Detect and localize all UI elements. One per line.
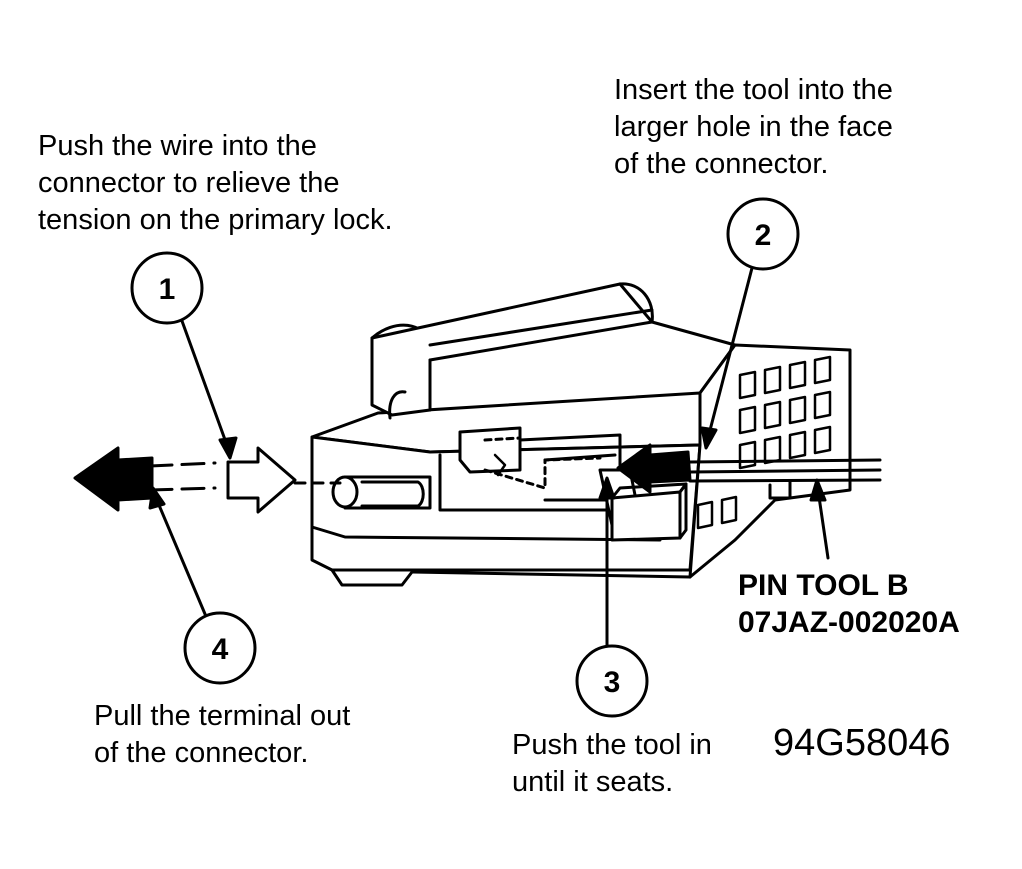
callout-1: 1 [130,251,238,460]
figure-id: 94G58046 [773,722,951,764]
callout-2-line-3: of the connector. [614,148,829,180]
pin-tool-name: PIN TOOL B [738,569,909,602]
callout-3-line-2: until it seats. [512,766,674,798]
callout-2-line-2: larger hole in the face [614,111,893,143]
pin-tool-leader [809,478,830,560]
callout-number-4: 4 [212,633,229,666]
callout-1-line-1: Push the wire into the [38,130,317,162]
push-wire-arrow [226,446,297,514]
terminal-cavities [696,355,832,530]
callout-2-caption: Insert the tool into the larger hole in … [614,72,893,183]
callout-2: 2 [700,197,800,450]
callout-number-3: 3 [604,666,621,699]
callout-1-line-3: tension on the primary lock. [38,204,393,236]
wire [148,461,342,492]
callout-3-caption: Push the tool in until it seats. [512,727,712,801]
tool-insert-arrow [616,443,692,494]
callout-3: 3 [575,476,649,718]
callout-number-2: 2 [755,219,772,252]
callout-4-line-1: Pull the terminal out [94,700,351,732]
callout-number-1: 1 [159,273,176,306]
callout-4-caption: Pull the terminal out of the connector. [94,698,350,772]
callout-4: 4 [148,486,257,685]
pin-tool-label: PIN TOOL B 07JAZ-002020A [738,567,960,641]
callout-4-line-2: of the connector. [94,737,309,769]
connector-housing [310,282,852,587]
pin-tool-part-number: 07JAZ-002020A [738,606,960,639]
callout-2-line-1: Insert the tool into the [614,74,893,106]
callout-1-line-2: connector to relieve the [38,167,340,199]
callout-1-caption: Push the wire into the connector to reli… [38,128,393,239]
callout-3-line-1: Push the tool in [512,729,712,761]
pull-direction-arrow [73,446,154,512]
pin-tool [616,443,882,500]
